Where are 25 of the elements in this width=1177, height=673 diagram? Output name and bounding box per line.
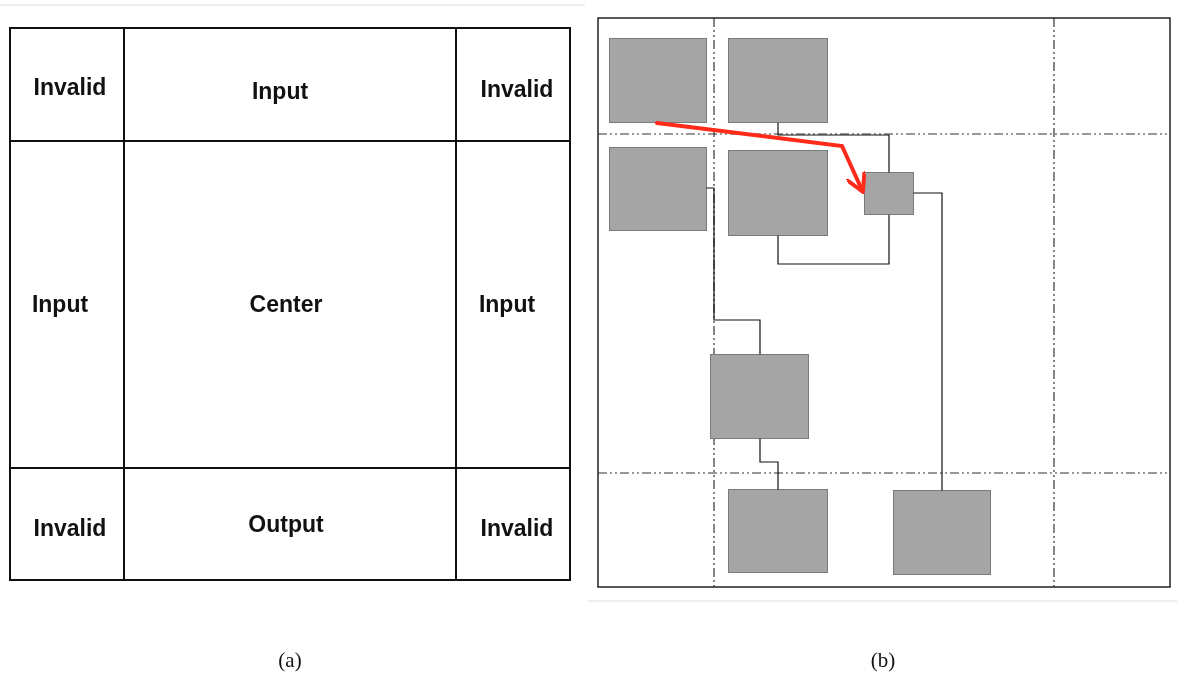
component-block <box>710 354 809 439</box>
region-label: Center <box>249 290 323 318</box>
region-label: Invalid <box>33 514 107 542</box>
component-block <box>728 489 828 573</box>
component-block <box>893 490 991 575</box>
connector-line <box>706 187 761 355</box>
component-block <box>609 38 707 123</box>
panel-caption: (b) <box>870 647 896 673</box>
component-block <box>728 150 828 236</box>
region-label: Invalid <box>480 514 554 542</box>
region-label: Input <box>251 77 309 105</box>
region-label: Invalid <box>480 75 554 103</box>
connector-line <box>777 122 890 173</box>
connector-line <box>759 438 779 490</box>
connector-line <box>777 214 890 265</box>
component-block <box>728 38 828 123</box>
region-label: Output <box>248 510 324 538</box>
connector-line <box>913 192 943 491</box>
region-label: Input <box>31 290 89 318</box>
region-label: Invalid <box>33 73 107 101</box>
arrow <box>655 121 867 194</box>
region-label: Input <box>478 290 536 318</box>
component-block <box>609 147 707 231</box>
component-block <box>864 172 914 215</box>
panel-caption: (a) <box>278 647 302 673</box>
